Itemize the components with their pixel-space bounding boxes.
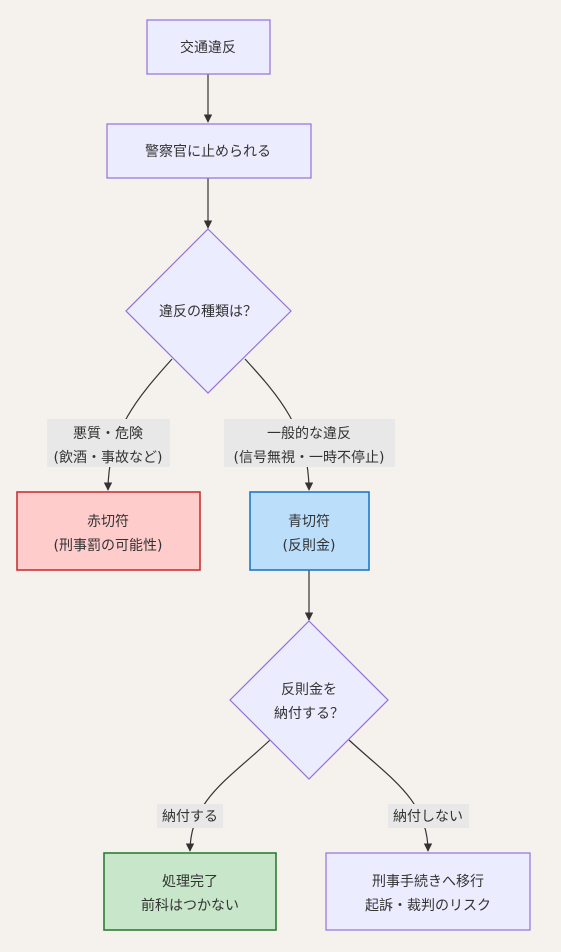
edge-label-pay-yes: 納付する [157,804,223,828]
node-violation-label: 交通違反 [180,39,236,56]
edge-label-general-line1: 一般的な違反 [267,426,351,442]
node-criminal-title: 刑事手続きへ移行 [372,873,484,890]
edges [103,74,433,852]
node-criminal-note: 起訴・裁判のリスク [365,898,491,914]
node-criminal: 刑事手続きへ移行 起訴・裁判のリスク [325,852,531,931]
node-blue-ticket: 青切符 (反則金) [249,491,370,571]
node-blue-ticket-note: (反則金) [283,538,336,554]
edge-label-serious: 悪質・危険 (飲酒・事故など) [47,419,170,467]
node-stopped-label: 警察官に止められる [145,143,271,160]
node-violation: 交通違反 [146,19,271,75]
edge-label-pay-no-text: 納付しない [393,809,463,825]
edge-label-pay-yes-text: 納付する [162,809,218,825]
node-red-ticket: 赤切符 (刑事罰の可能性) [16,491,201,571]
decision-pay-fine-line2: 納付する？ [274,706,344,722]
decision-pay-fine: 反則金を 納付する？ [229,620,389,780]
edge-pay-to-criminal [348,739,433,852]
edge-type-to-blue [244,358,314,491]
edge-label-serious-line1: 悪質・危険 [73,426,143,442]
node-complete-title: 処理完了 [162,874,218,890]
decision-violation-type: 違反の種類は？ [125,228,292,394]
edge-label-pay-no: 納付しない [388,804,469,828]
node-red-ticket-title: 赤切符 [87,514,129,530]
edge-type-to-red [103,358,173,491]
node-complete: 処理完了 前科はつかない [103,852,277,931]
node-red-ticket-note: (刑事罰の可能性) [54,538,163,554]
decision-pay-fine-line1: 反則金を [281,682,337,698]
edge-pay-to-complete [185,739,271,852]
edge-label-general: 一般的な違反 (信号無視・一時不停止) [224,419,395,467]
node-complete-note: 前科はつかない [141,897,239,914]
edge-label-general-line2: (信号無視・一時不停止) [234,449,385,466]
node-stopped: 警察官に止められる [106,123,312,179]
decision-violation-type-label: 違反の種類は？ [159,304,257,320]
node-blue-ticket-title: 青切符 [288,514,330,530]
edge-label-serious-line2: (飲酒・事故など) [54,450,163,466]
